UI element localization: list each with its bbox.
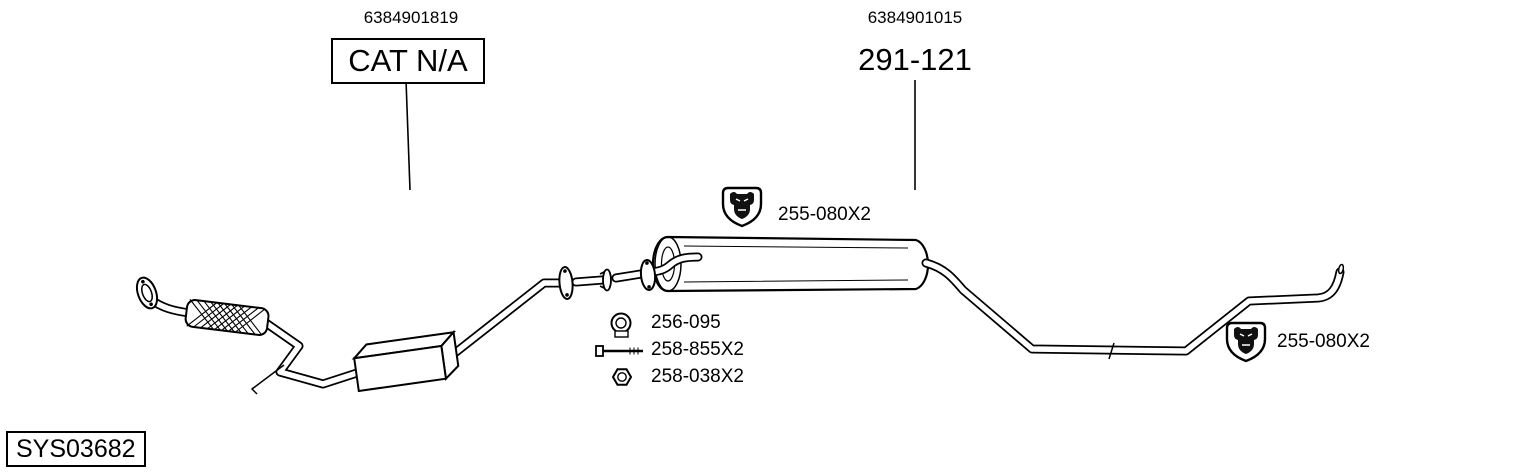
cat-label-text: CAT N/A [348,43,468,78]
catalytic-converter-drawing [351,329,460,393]
bolt-icon [595,345,643,357]
hanger-rod-drawing [250,364,285,395]
cat-label-box[interactable]: CAT N/A [331,38,485,84]
leader-line-cat [405,79,411,191]
small-part-label-nut[interactable]: 258-038X2 [651,366,744,387]
part-number-left[interactable]: 6384901819 [363,8,459,27]
part-number-right[interactable]: 6384901015 [867,8,963,27]
mid-flange-drawing [558,259,657,300]
system-code-box: SYS03682 [6,431,146,467]
brand-shield-icon [1225,321,1267,363]
clamp-ring-icon [610,312,632,338]
hanger-label-mid[interactable]: 255-080X2 [778,204,871,225]
muffler-part-label[interactable]: 291-121 [858,42,972,77]
tailpipe-details-drawing [1108,263,1345,360]
small-part-label-bolt[interactable]: 258-855X2 [651,339,744,360]
flex-pipe-drawing [184,299,270,336]
muffler-drawing [651,235,930,293]
nut-icon [611,368,633,386]
hanger-label-rear[interactable]: 255-080X2 [1277,331,1370,352]
small-part-label-clamp[interactable]: 256-095 [651,312,721,333]
front-flange-drawing [135,276,159,310]
brand-shield-icon [721,186,763,228]
